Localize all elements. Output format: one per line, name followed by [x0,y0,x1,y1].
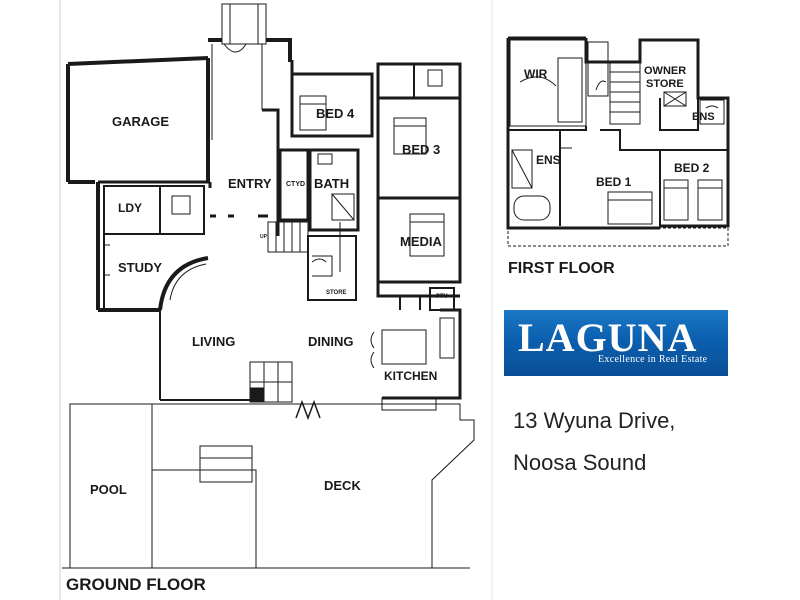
room-label-owner-store-line2: STORE [646,78,684,90]
first-floor-plan [506,36,730,247]
room-label-pty: PTY [436,294,448,300]
media-room [376,196,462,284]
room-label-dining: DINING [308,334,354,349]
deck-outline [152,403,475,569]
room-label-up: UP [260,234,268,240]
study-curved-wall [158,256,209,311]
room-label-bed3: BED 3 [402,142,440,157]
room-label-ldy: LDY [118,201,142,215]
room-label-owner-store-line1: OWNER [644,65,686,77]
room-label-store: STORE [326,290,347,296]
ground-floor-title: GROUND FLOOR [66,575,206,594]
room-label-deck: DECK [324,478,361,493]
stair-block [267,221,309,253]
room-label-entry: ENTRY [228,176,272,191]
room-label-ctyd: CTYD [286,181,305,188]
room-label-ens-left: ENS [536,153,561,167]
bed4-room [290,72,374,138]
laundry-box [103,185,205,235]
first-floor-outer-wall [506,36,730,230]
kitchen-walls [382,308,462,400]
room-label-ens-right: ENS [692,111,715,123]
room-label-wir: WIR [524,67,548,81]
first-floor-stair [609,61,641,125]
room-label-bed2: BED 2 [674,161,710,175]
ground-floor-plan [59,0,493,600]
entry-canopy [221,3,267,45]
deck-steps [199,445,253,483]
room-label-bed1: BED 1 [596,175,632,189]
wir-room [509,39,587,127]
room-label-bath: BATH [314,176,349,191]
room-label-media: MEDIA [400,234,443,249]
room-label-pool: POOL [90,482,127,497]
first-floor-labels: WIR OWNER STORE ENS ENS BED 1 BED 2 FIRS… [508,65,715,277]
address-line1: 13 Wyuna Drive, [513,408,676,433]
ground-floor-labels: GARAGE ENTRY BED 4 BED 3 BATH CTYD LDY S… [66,106,448,594]
laguna-logo: LAGUNA Excellence in Real Estate [504,310,728,376]
address-line2: Noosa Sound [513,450,647,475]
garage-walls [66,56,210,184]
logo-wordmark: LAGUNA [518,315,698,360]
bath-room [308,148,360,232]
room-label-bed4: BED 4 [316,106,355,121]
logo-tagline: Excellence in Real Estate [598,354,708,365]
room-label-garage: GARAGE [112,114,169,129]
room-label-study: STUDY [118,260,162,275]
west-wall [96,182,160,312]
room-label-kitchen: KITCHEN [384,369,437,383]
room-label-living: LIVING [192,334,235,349]
courtyard [278,148,310,222]
first-floor-title: FIRST FLOOR [508,260,615,277]
